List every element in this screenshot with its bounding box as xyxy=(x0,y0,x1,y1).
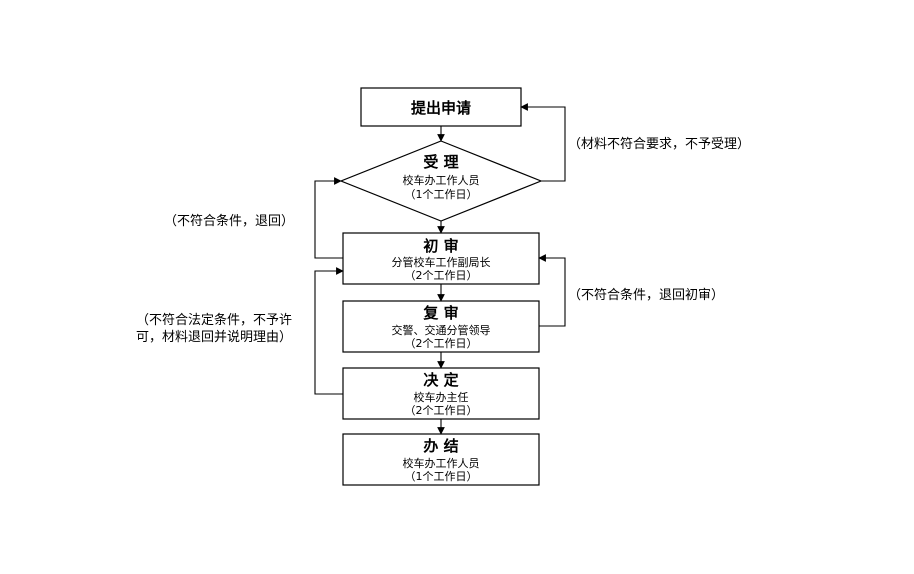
step-submit-title: 提出申请 xyxy=(411,99,471,117)
step-complete-title: 办 结 xyxy=(423,437,458,455)
step-decision-duration: （2个工作日） xyxy=(405,404,478,417)
step-decision-title: 决 定 xyxy=(423,371,458,389)
step-first-review-handler: 分管校车工作副局长 xyxy=(392,255,491,269)
step-submit-box xyxy=(360,87,522,127)
loop-return-to-first-review xyxy=(538,254,566,327)
step-decision-handler: 校车办主任 xyxy=(414,390,469,404)
step-accept-handler: 校车办工作人员 xyxy=(403,173,480,187)
step-accept-title: 受 理 xyxy=(423,153,458,171)
step-complete-box xyxy=(342,433,540,486)
step-second-review-duration: （2个工作日） xyxy=(405,337,478,350)
step-decision-box xyxy=(342,367,540,420)
step-second-review-title: 复 审 xyxy=(422,304,458,322)
loop-return-to-accept xyxy=(314,177,343,259)
step-first-review-duration: （2个工作日） xyxy=(405,269,478,282)
loop-legal-reject xyxy=(314,267,344,395)
step-first-review-title: 初 审 xyxy=(423,237,458,255)
step-second-review-handler: 交警、交通分管领导 xyxy=(392,323,491,337)
step-complete-handler: 校车办工作人员 xyxy=(403,456,480,470)
label-legal-reject: （不符合法定条件，不予许可，材料退回并说明理由） xyxy=(136,313,293,345)
label-material-reject: （材料不符合要求，不予受理） xyxy=(568,137,751,152)
label-return-from-first: （不符合条件，退回） xyxy=(164,214,295,229)
label-return-to-first: （不符合条件，退回初审） xyxy=(568,288,725,303)
step-second-review-box xyxy=(342,300,540,353)
loop-material-reject xyxy=(520,103,566,182)
step-complete-duration: （1个工作日） xyxy=(405,470,478,483)
step-accept-duration: （1个工作日） xyxy=(405,188,478,201)
